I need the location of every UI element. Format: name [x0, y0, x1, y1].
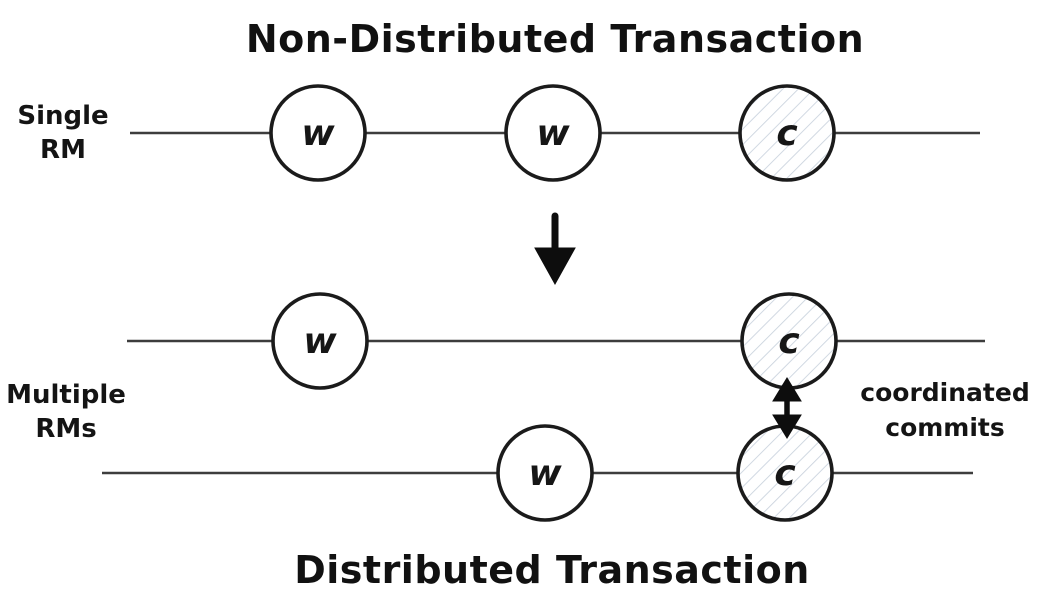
non-distributed-title: Non-Distributed Transaction [246, 17, 864, 61]
multiple-rms-label-line2: RMs [35, 414, 96, 444]
coordination-double-arrow-icon [772, 377, 802, 439]
write-event-circle [496, 424, 594, 522]
write-event-3: w [271, 292, 369, 390]
commit-event-2: c [740, 292, 838, 390]
single-rm-label-line1: Single [17, 101, 108, 131]
write-event-circle [269, 84, 367, 182]
single-rm-section: Single RM w w c [17, 84, 980, 182]
single-rm-label-line2: RM [40, 135, 86, 165]
commit-event-3: c [736, 424, 834, 522]
write-event-letter: w [536, 113, 570, 154]
write-event-circle [271, 292, 369, 390]
transform-down-arrow-icon [534, 212, 576, 286]
multiple-rms-label-line1: Multiple [6, 380, 126, 410]
commit-event-circle [738, 84, 836, 182]
single-rm-label: Single RM [17, 101, 108, 165]
commit-event-letter: c [774, 453, 795, 494]
write-event-2: w [504, 84, 602, 182]
coordinated-commits-label-line1: coordinated [860, 378, 1029, 407]
distributed-title: Distributed Transaction [294, 548, 810, 592]
write-event-1: w [269, 84, 367, 182]
multiple-rms-section: Multiple RMs w c w c [6, 292, 1030, 522]
commit-event-letter: c [778, 321, 799, 362]
multiple-rms-label: Multiple RMs [6, 380, 126, 444]
coordinated-commits-label: coordinated commits [860, 378, 1029, 442]
coordinated-commits-label-line2: commits [885, 413, 1005, 442]
write-event-letter: w [303, 321, 337, 362]
commit-event-letter: c [776, 113, 797, 154]
commit-event-1: c [738, 84, 836, 182]
write-event-circle [504, 84, 602, 182]
write-event-4: w [496, 424, 594, 522]
write-event-letter: w [301, 113, 335, 154]
write-event-letter: w [528, 453, 562, 494]
